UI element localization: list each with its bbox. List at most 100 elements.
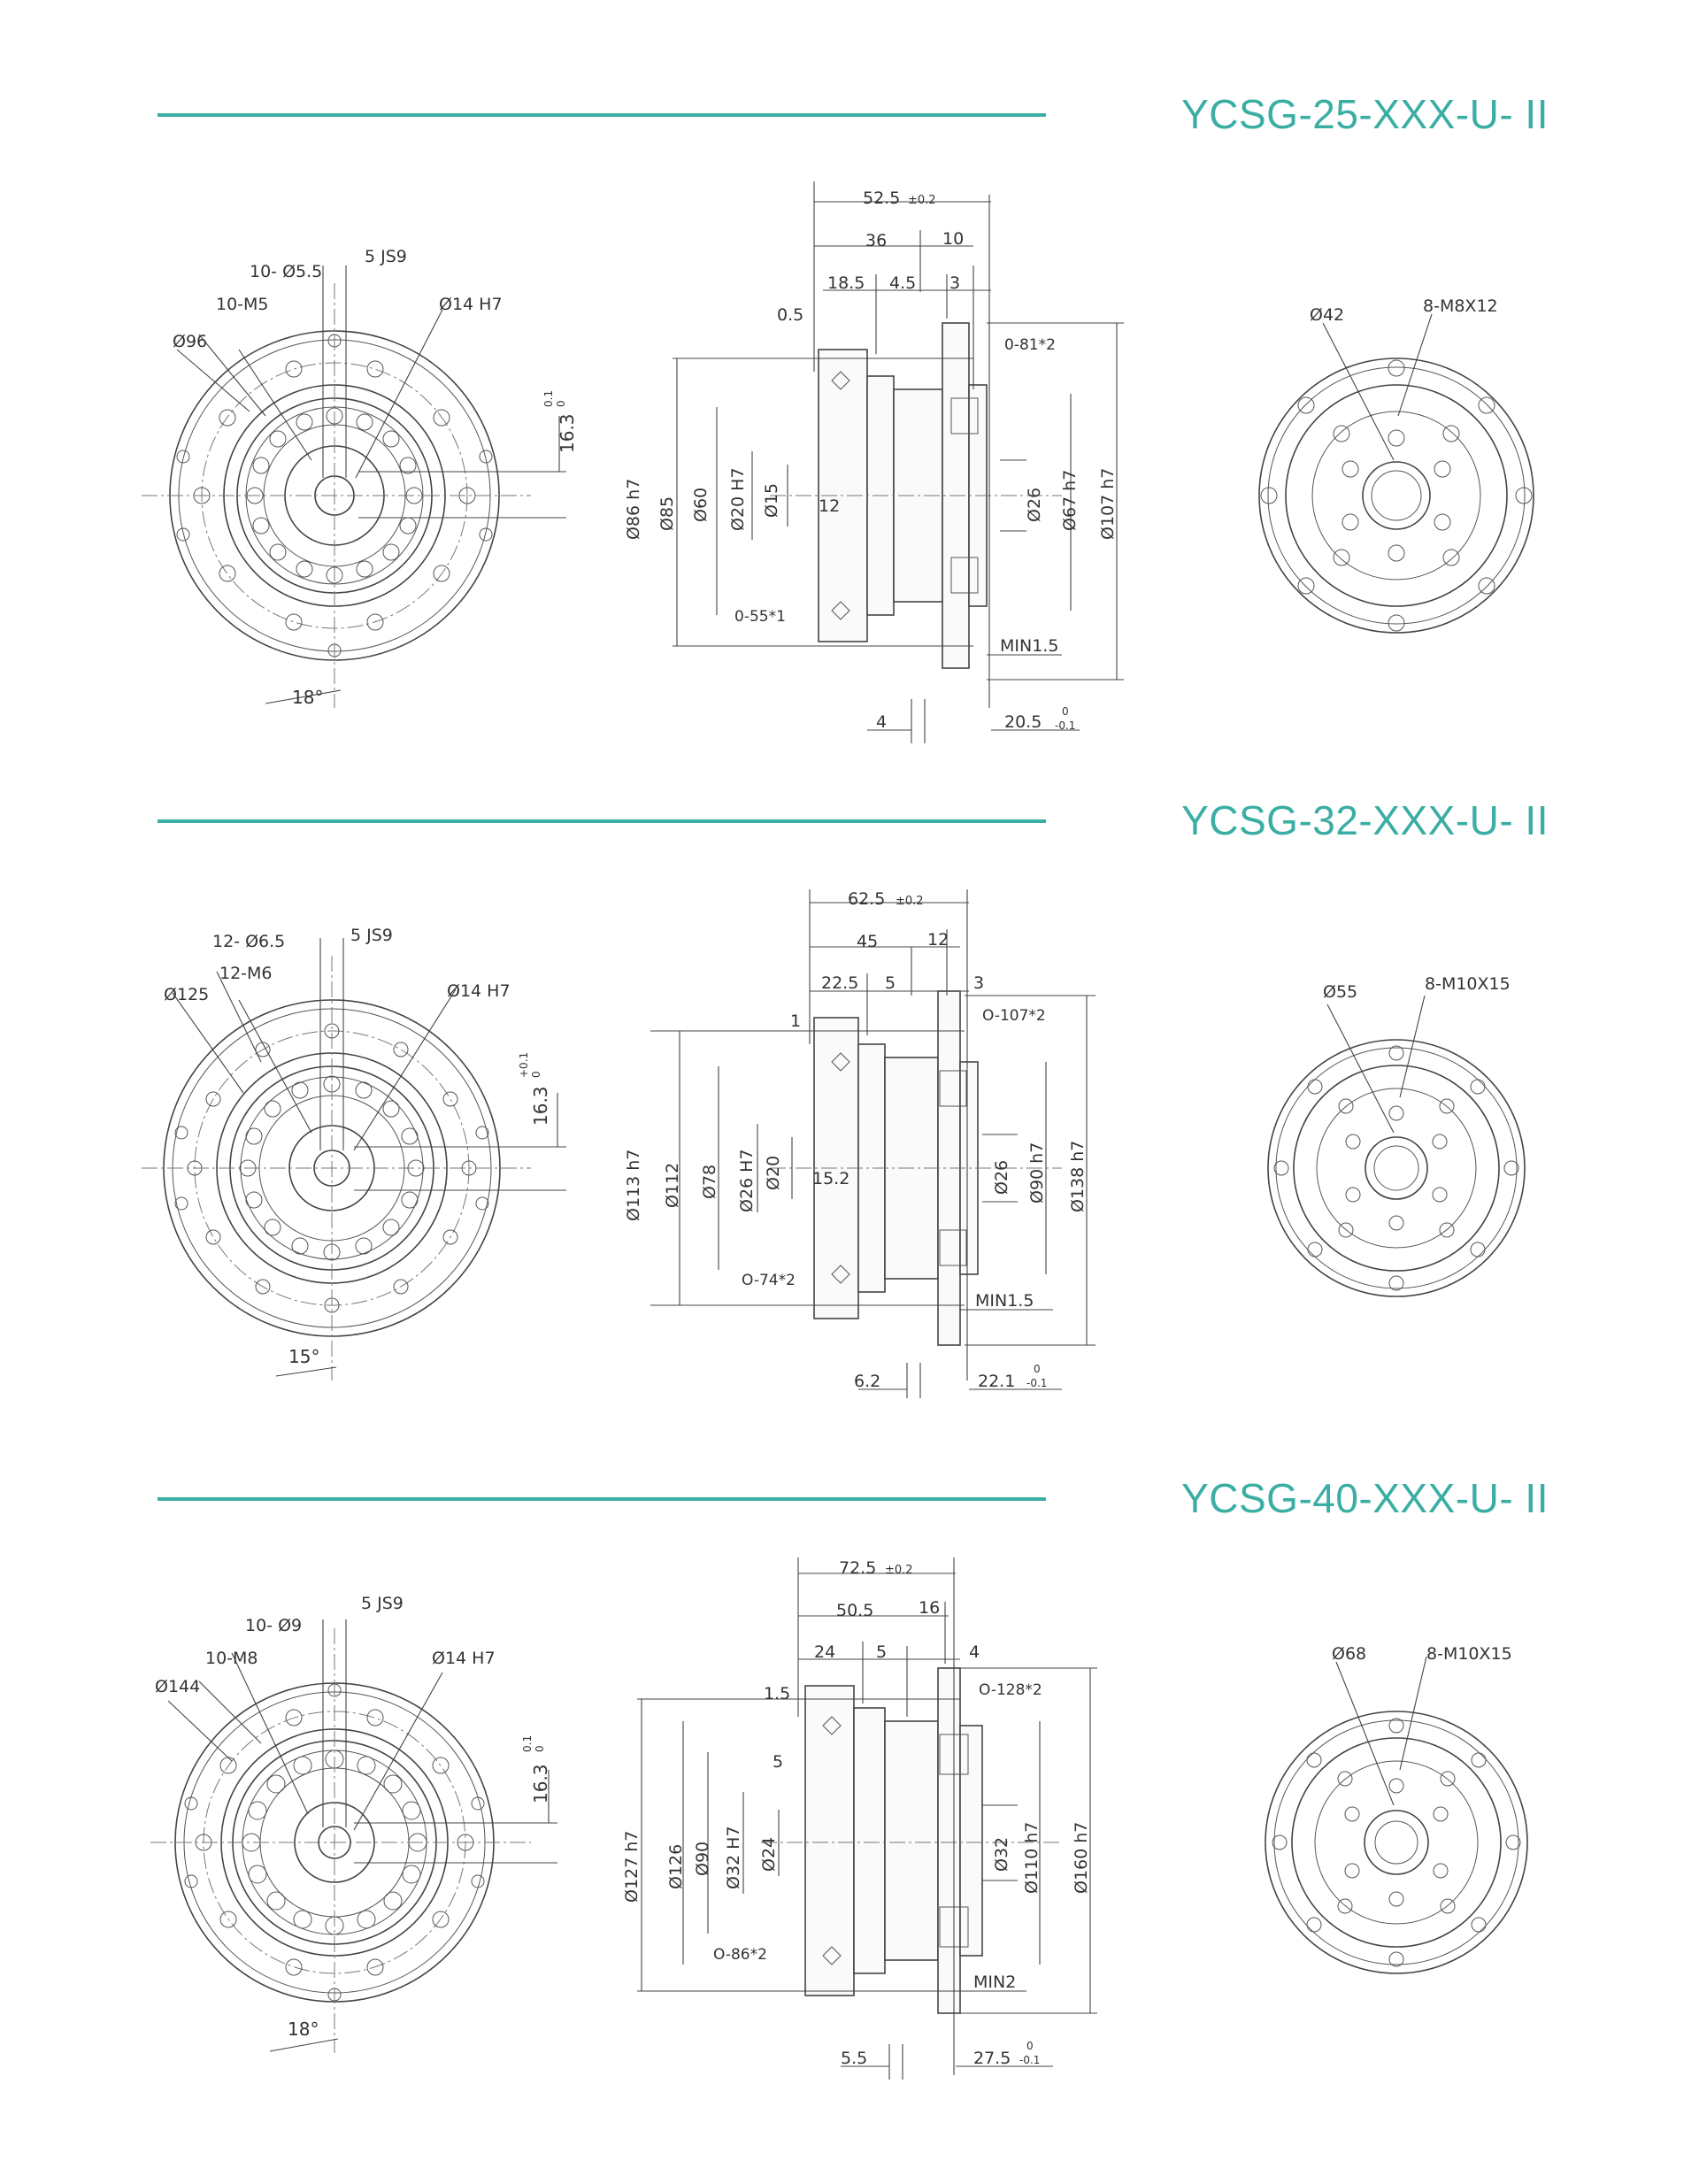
front-view [142, 265, 566, 708]
front-view [142, 938, 566, 1380]
side-total-label: 52.5 [863, 188, 900, 208]
side-diam-right-1: Ø138 h7 [1068, 1141, 1088, 1212]
side-diam-left-3: Ø20 H7 [728, 467, 748, 531]
front-angle-label: 15° [288, 1346, 319, 1367]
side-inner-label: 12 [819, 496, 840, 516]
front-bore-label: Ø14 H7 [432, 1649, 496, 1668]
model-title: YCSG-32-XXX-U- II [1181, 797, 1549, 843]
front-tol-lower: 0 [534, 1745, 546, 1752]
side-bottom-left: 4 [876, 712, 887, 732]
side-diam-right-0: Ø67 h7 [1060, 470, 1080, 531]
side-total-tol: ±0.2 [896, 895, 924, 908]
side-min-label: MIN1.5 [975, 1291, 1034, 1311]
side-bottom-right: 27.5 [973, 2049, 1011, 2068]
front-height-label: 16.3 [530, 1086, 551, 1126]
side-diam-left-2: Ø90 [693, 1842, 712, 1876]
rear-holes [1272, 1718, 1521, 1967]
drawing-ycsg-40: 10- Ø9 5 JS9 10-M8 Ø144 Ø14 H7 16.3 0.1 … [150, 1557, 1528, 2080]
side-diam-left-4: Ø20 [764, 1156, 783, 1190]
side-diam-left-1: Ø112 [663, 1163, 682, 1208]
side-d1-label: 50.5 [836, 1601, 873, 1620]
front-tol-upper: 0.1 [521, 1735, 534, 1752]
side-diam-left-3: Ø32 H7 [724, 1826, 743, 1889]
side-d3-label: 22.5 [821, 973, 858, 993]
rear-thread-label: 8-M10X15 [1426, 1644, 1512, 1664]
side-br-tol-lower: -0.1 [1019, 2054, 1040, 2066]
side-br-tol-lower: -0.1 [1026, 1377, 1047, 1389]
side-oring-top: O-128*2 [979, 1681, 1042, 1699]
side-d2-label: 16 [919, 1598, 940, 1618]
front-tol-lower: 0 [555, 400, 567, 407]
drawing-ycsg-25: 10- Ø5.5 5 JS9 10-M5 Ø96 Ø14 H7 16.3 0.1… [142, 181, 1534, 743]
side-d4-label: 4.5 [889, 273, 916, 293]
side-oring-top: O-107*2 [982, 1007, 1046, 1025]
side-diam-right-0: Ø90 h7 [1027, 1142, 1047, 1204]
rear-pcd-label: Ø68 [1332, 1644, 1366, 1664]
rear-pcd-label: Ø42 [1310, 305, 1344, 325]
side-oring-top: 0-81*2 [1004, 336, 1056, 354]
rear-view [1258, 313, 1534, 634]
side-d4-label: 5 [876, 1642, 887, 1662]
side-diam-left-2: Ø78 [700, 1165, 719, 1199]
side-diam-left-4: Ø24 [759, 1837, 779, 1872]
front-view [150, 1619, 557, 2053]
side-total-tol: ±0.2 [885, 1564, 913, 1577]
side-total-label: 72.5 [839, 1558, 876, 1578]
side-oring-bot: 0-55*1 [734, 608, 786, 626]
side-oring-bot: O-74*2 [742, 1272, 796, 1289]
front-holes-label: 12- Ø6.5 [212, 932, 285, 951]
front-bore-label: Ø14 H7 [439, 295, 503, 314]
side-d5-label: 3 [973, 973, 984, 993]
section-rule [158, 819, 1046, 823]
side-d2-label: 10 [942, 229, 964, 249]
front-angle-label: 18° [288, 2019, 319, 2040]
front-pcd-label: Ø144 [155, 1677, 200, 1696]
side-br-tol-upper: 0 [1026, 2040, 1034, 2052]
front-tol-lower: 0 [530, 1071, 542, 1078]
side-bottom-left: 5.5 [841, 2049, 867, 2068]
side-bottom-right: 20.5 [1004, 712, 1042, 732]
side-d7-label: 5 [773, 1752, 783, 1772]
side-br-tol-upper: 0 [1034, 1363, 1041, 1375]
side-view [650, 889, 1096, 1398]
front-tol-upper: 0.1 [542, 390, 555, 407]
side-total-label: 62.5 [848, 889, 885, 909]
side-diam-left-0: Ø127 h7 [622, 1831, 642, 1903]
side-br-tol-lower: -0.1 [1055, 719, 1075, 732]
front-angle-label: 18° [292, 687, 323, 708]
rear-view [1267, 995, 1526, 1297]
front-height-label: 16.3 [557, 413, 578, 453]
side-view [637, 1557, 1097, 2080]
side-d4-label: 5 [885, 973, 896, 993]
front-bore-label: Ø14 H7 [447, 981, 511, 1001]
side-diam-left-1: Ø126 [666, 1844, 686, 1889]
model-title: YCSG-25-XXX-U- II [1181, 91, 1549, 137]
bolt-holes [184, 1683, 485, 2002]
rear-holes [1273, 1045, 1519, 1291]
front-thread-label: 12-M6 [219, 964, 273, 983]
side-view [673, 181, 1124, 743]
rear-thread-label: 8-M10X15 [1425, 974, 1511, 994]
side-d3-label: 18.5 [827, 273, 865, 293]
rear-view [1265, 1656, 1528, 1974]
drawing-ycsg-32: 12- Ø6.5 5 JS9 12-M6 Ø125 Ø14 H7 16.3 +0… [142, 889, 1526, 1398]
side-shaft-label: Ø32 [992, 1837, 1011, 1872]
side-shaft-label: Ø26 [1025, 488, 1044, 522]
model-title: YCSG-40-XXX-U- II [1181, 1475, 1549, 1521]
side-diam-left-1: Ø85 [657, 496, 677, 531]
side-d6-label: 1.5 [764, 1684, 790, 1703]
rear-holes [1260, 359, 1533, 632]
front-holes-label: 10- Ø9 [245, 1616, 302, 1635]
side-d3-label: 24 [814, 1642, 835, 1662]
front-key-label: 5 JS9 [365, 247, 407, 266]
side-d1-label: 45 [857, 932, 878, 951]
front-holes-label: 10- Ø5.5 [250, 262, 322, 281]
side-d5-label: 3 [949, 273, 960, 293]
side-br-tol-upper: 0 [1062, 705, 1069, 718]
side-diam-left-4: Ø15 [762, 483, 781, 518]
side-diam-left-2: Ø60 [691, 488, 711, 522]
front-thread-label: 10-M5 [216, 295, 269, 314]
side-diam-right-0: Ø110 h7 [1022, 1822, 1042, 1894]
rear-pcd-label: Ø55 [1323, 982, 1357, 1002]
side-total-tol: ±0.2 [908, 194, 936, 207]
